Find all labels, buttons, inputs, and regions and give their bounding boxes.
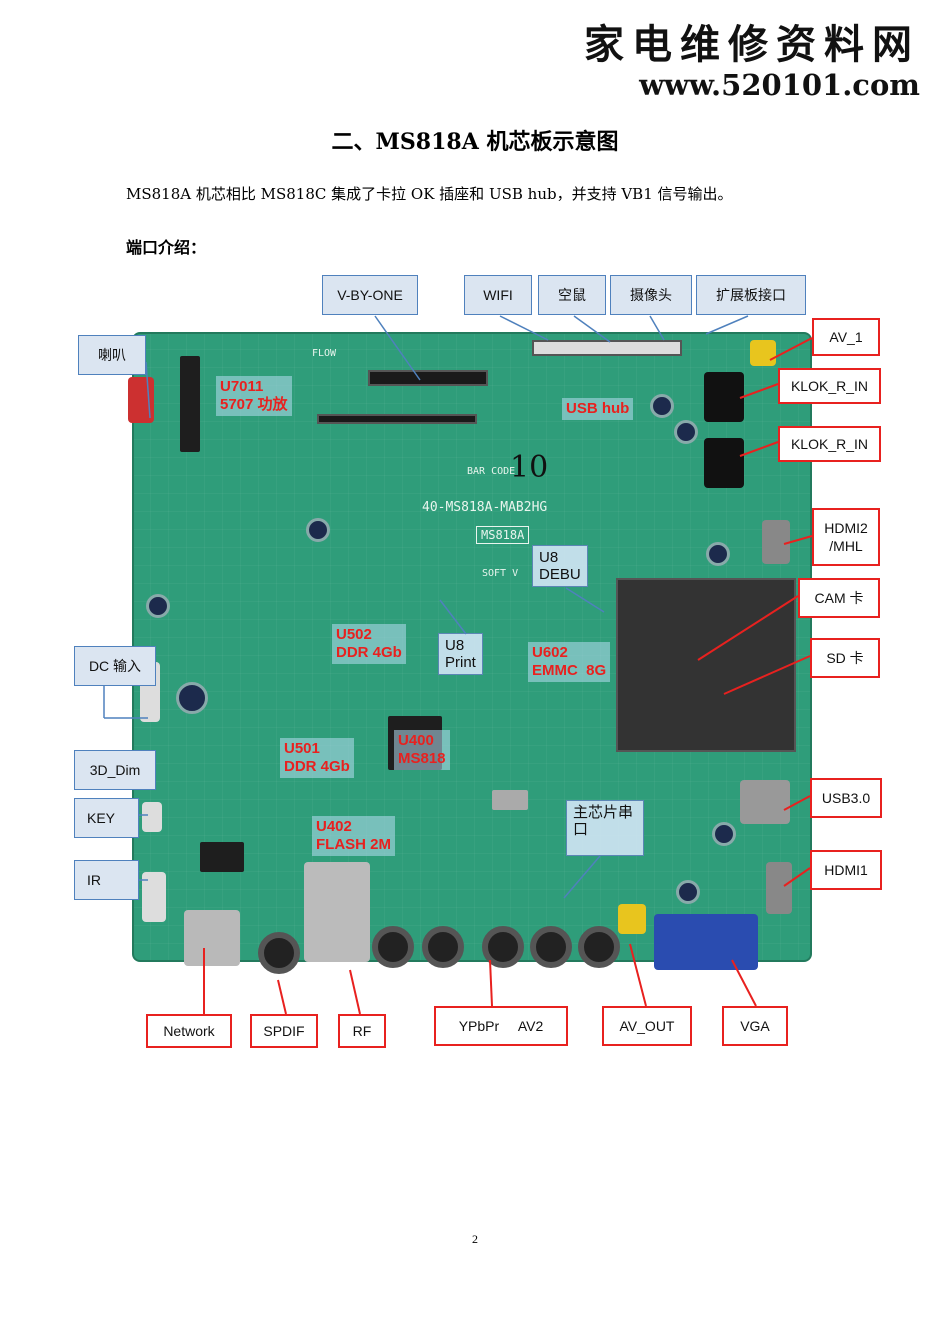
callout-wifi: WIFI xyxy=(464,275,532,315)
u501-label: U501 DDR 4Gb xyxy=(280,738,354,778)
network-port xyxy=(184,910,240,966)
model-silkscreen: 40-MS818A-MAB2HG xyxy=(422,500,548,515)
barcode-silkscreen: BAR CODE xyxy=(467,466,516,477)
callout-ir: IR xyxy=(74,860,139,900)
callout-ypbpr-av2: YPbPr AV2 xyxy=(434,1006,568,1046)
capacitor xyxy=(706,542,730,566)
top-header-connectors xyxy=(532,340,682,356)
callout-spdif: SPDIF xyxy=(250,1014,318,1048)
intro-paragraph: MS818A 机芯相比 MS818C 集成了卡拉 OK 插座和 USB hub，… xyxy=(126,185,733,203)
callout-camera: 摄像头 xyxy=(610,275,692,315)
card-slot xyxy=(616,578,796,752)
callout-expansion: 扩展板接口 xyxy=(696,275,806,315)
av-out-jack xyxy=(618,904,646,934)
callout-network: Network xyxy=(146,1014,232,1048)
callout-key: KEY xyxy=(74,798,139,838)
crystal xyxy=(492,790,528,810)
key-connector xyxy=(142,802,162,832)
rca-jack xyxy=(578,926,620,968)
watermark: 家电维修资料网 www.520101.com xyxy=(584,21,920,103)
vga-port xyxy=(654,914,758,970)
karaoke-jack-2 xyxy=(704,438,744,488)
capacitor xyxy=(306,518,330,542)
soft-silkscreen: SOFT V xyxy=(482,568,519,579)
rca-jack xyxy=(482,926,524,968)
av1-jack xyxy=(750,340,776,366)
u502-label: U502 DDR 4Gb xyxy=(332,624,406,664)
callout-air-mouse: 空鼠 xyxy=(538,275,606,315)
usb-hub-label: USB hub xyxy=(562,398,634,420)
callout-cam-card: CAM 卡 xyxy=(798,578,880,618)
u8-print-label: U8 Print xyxy=(438,633,483,675)
capacitor xyxy=(712,822,736,846)
rf-connector xyxy=(304,862,370,962)
callout-sd-card: SD 卡 xyxy=(810,638,880,678)
network-chip xyxy=(200,842,244,872)
callout-klok-r-in-1: KLOK_R_IN xyxy=(778,368,881,404)
capacitor xyxy=(674,420,698,444)
u402-label: U402 FLASH 2M xyxy=(312,816,395,856)
vbyone-connector xyxy=(368,370,488,386)
callout-speaker: 喇叭 xyxy=(78,335,146,375)
watermark-site-name: 家电维修资料网 xyxy=(584,21,920,68)
callout-usb3: USB3.0 xyxy=(810,778,882,818)
flow-silkscreen: FLOW xyxy=(312,348,337,359)
callout-hdmi2-mhl: HDMI2 /MHL xyxy=(812,508,880,566)
callout-av-out: AV_OUT xyxy=(602,1006,692,1046)
callout-rf: RF xyxy=(338,1014,386,1048)
callout-hdmi1: HDMI1 xyxy=(810,850,882,890)
u7011-label: U7011 5707 功放 xyxy=(216,376,292,416)
u400-label: U400 MS818 xyxy=(394,730,450,770)
fpc-connector xyxy=(317,414,477,424)
callout-vga: VGA xyxy=(722,1006,788,1046)
chip-silkscreen: MS818A xyxy=(476,526,530,544)
page-number: 2 xyxy=(472,1232,478,1246)
usb3-port xyxy=(740,780,790,824)
main-uart-label: 主芯片串 口 xyxy=(566,800,644,856)
spdif-jack xyxy=(258,932,300,974)
callout-av1: AV_1 xyxy=(812,318,880,356)
power-inductors xyxy=(180,356,200,452)
rca-jack xyxy=(530,926,572,968)
handwritten-number: 10 xyxy=(510,450,549,485)
capacitor xyxy=(176,682,208,714)
karaoke-jack-1 xyxy=(704,372,744,422)
hdmi2-port xyxy=(762,520,790,564)
u8-debug-label: U8 DEBU xyxy=(532,545,588,587)
capacitor xyxy=(146,594,170,618)
capacitor xyxy=(650,394,674,418)
rca-jack xyxy=(422,926,464,968)
callout-3d-dim: 3D_Dim xyxy=(74,750,156,790)
hdmi1-port xyxy=(766,862,792,914)
callout-klok-r-in-2: KLOK_R_IN xyxy=(778,426,881,462)
callout-dc-input: DC 输入 xyxy=(74,646,156,686)
u602-label: U602 EMMC 8G xyxy=(528,642,611,682)
callout-vbyone: V-BY-ONE xyxy=(322,275,418,315)
section-heading: 端口介绍： xyxy=(126,238,207,257)
capacitor xyxy=(676,880,700,904)
page-title: 二、MS818A 机芯板示意图 xyxy=(331,129,619,155)
rca-jack xyxy=(372,926,414,968)
watermark-url: www.520101.com xyxy=(639,68,920,102)
